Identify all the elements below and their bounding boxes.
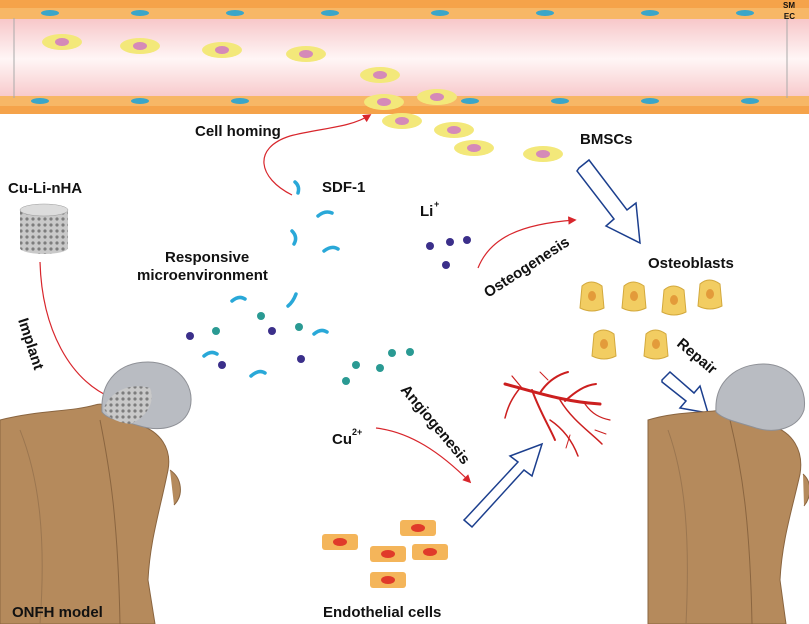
sdf1-label: SDF-1 — [322, 179, 365, 196]
msc-cell — [364, 94, 404, 110]
msc-cell — [417, 89, 457, 105]
repair-label: Repair — [673, 335, 720, 378]
li-ion-charge: + — [434, 199, 439, 209]
vessel-lumen — [0, 18, 809, 100]
scaffold-label: Cu-Li-nHA — [8, 180, 82, 197]
vessel-wall-bottom-sm — [0, 106, 809, 114]
repair-arrow — [661, 370, 710, 414]
endothelial-nuclei-bottom — [31, 98, 759, 104]
osteogenesis-label: Osteogenesis — [481, 234, 573, 302]
sdf1-squiggles — [202, 180, 340, 378]
endothelial-cell — [370, 546, 406, 562]
onfh-model-label: ONFH model — [12, 604, 103, 621]
li-ion-label: Li + — [420, 199, 439, 220]
blood-vessel: SM EC — [0, 0, 809, 114]
implant-arrow — [39, 261, 114, 400]
osteoblast-cell — [643, 329, 669, 360]
vessel-wall-top-ec — [0, 8, 809, 19]
osteoblast-cell — [621, 281, 647, 312]
cell-homing-label: Cell homing — [195, 123, 281, 140]
endothelial-cell — [322, 534, 358, 550]
femur-onfh — [0, 361, 192, 624]
responsive-label-line1: Responsive — [165, 249, 249, 266]
cell-homing-arrow — [263, 114, 372, 196]
differentiation-arrow — [576, 158, 641, 245]
osteogenesis-arrow — [477, 216, 577, 269]
osteoblast-cell — [661, 285, 687, 316]
vessel-wall-top-sm — [0, 0, 809, 8]
capillary-network — [503, 371, 611, 457]
endothelial-cells-label: Endothelial cells — [323, 604, 441, 621]
msc-cell — [454, 140, 494, 156]
responsive-label-line2: microenvironment — [137, 267, 268, 284]
bmsc-cells — [42, 34, 563, 162]
msc-cell — [42, 34, 82, 50]
endothelial-cell — [400, 520, 436, 536]
vessel-wall-bottom-ec — [0, 96, 809, 107]
osteoblast-cells — [579, 279, 723, 360]
msc-cell — [120, 38, 160, 54]
angiogenesis-label: Angiogenesis — [397, 382, 473, 468]
msc-cell — [286, 46, 326, 62]
cu-ion-charge: 2+ — [352, 427, 362, 437]
msc-cell — [202, 42, 242, 58]
osteoblast-cell — [579, 281, 605, 312]
osteoblast-cell — [697, 279, 723, 310]
bmscs-label: BMSCs — [580, 131, 633, 148]
vascularization-arrow — [462, 442, 544, 529]
endothelial-nuclei-top — [41, 10, 754, 16]
osteoblasts-label: Osteoblasts — [648, 255, 734, 272]
scaffold-cylinder — [19, 203, 69, 254]
vessel-layer-sm-label: SM — [783, 1, 795, 10]
li-ion-symbol: Li — [420, 203, 433, 220]
msc-cell — [382, 113, 422, 129]
endothelial-cell — [370, 572, 406, 588]
femur-repaired — [647, 363, 809, 624]
msc-cell — [434, 122, 474, 138]
vessel-layer-ec-label: EC — [784, 12, 795, 21]
cu-ion-symbol: Cu — [332, 431, 352, 448]
angiogenesis-arrow — [375, 427, 472, 484]
endothelial-cell — [412, 544, 448, 560]
msc-cell — [523, 146, 563, 162]
endothelial-cells — [322, 520, 448, 588]
implant-label: Implant — [14, 316, 47, 372]
cu-ion-label: Cu 2+ — [332, 427, 362, 448]
cu-ion-dots — [212, 312, 414, 385]
osteoblast-cell — [591, 329, 617, 360]
msc-cell — [360, 67, 400, 83]
li-ion-dots — [186, 236, 471, 369]
